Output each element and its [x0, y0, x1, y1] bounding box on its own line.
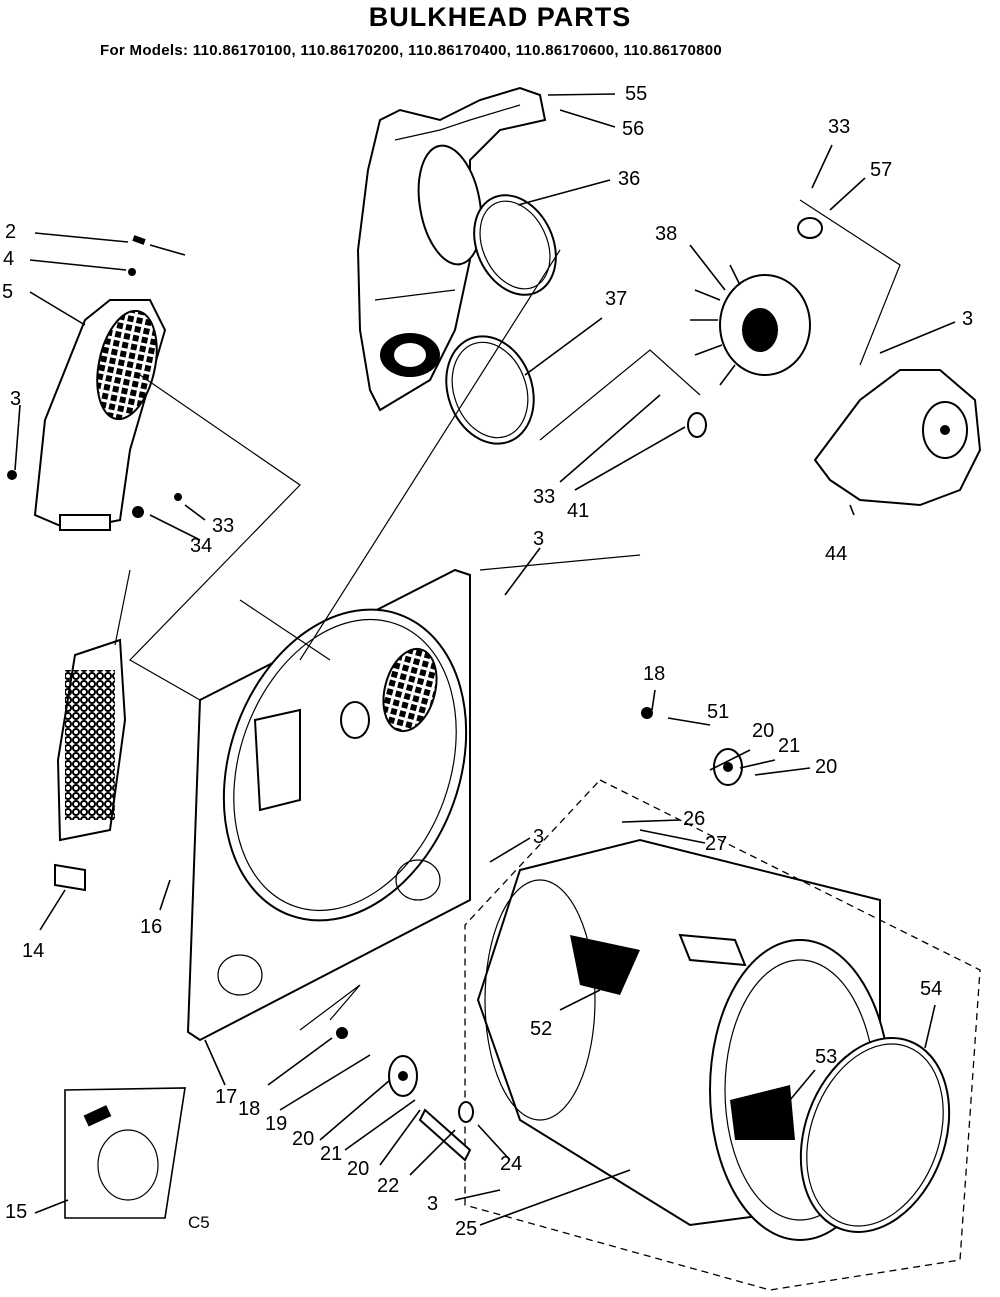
callout-51: 51 [707, 701, 729, 723]
callout-20-c: 20 [292, 1128, 314, 1150]
callout-37: 37 [605, 288, 627, 310]
callout-38: 38 [655, 223, 677, 245]
callout-20-b: 20 [815, 756, 837, 778]
heater-element-part [54, 638, 127, 892]
callout-53: 53 [815, 1046, 837, 1068]
callout-3-e: 3 [427, 1193, 438, 1215]
callout-18: 18 [643, 663, 665, 685]
section-code: C5 [188, 1213, 210, 1232]
callout-3-b: 3 [10, 388, 21, 410]
callout-33: 33 [828, 116, 850, 138]
blower-housing-part [813, 369, 982, 507]
callout-17: 17 [215, 1086, 237, 1108]
callout-25: 25 [455, 1218, 477, 1240]
callout-52: 52 [530, 1018, 552, 1040]
spacer-part [687, 412, 707, 438]
callout-20-d: 20 [347, 1158, 369, 1180]
callout-15: 15 [5, 1201, 27, 1223]
callout-57: 57 [870, 159, 892, 181]
callout-44: 44 [825, 543, 847, 565]
bulkhead-panel-part [186, 568, 471, 1042]
callout-5: 5 [2, 281, 13, 303]
callout-3-c: 3 [533, 528, 544, 550]
callout-2: 2 [5, 221, 16, 243]
callout-14: 14 [22, 940, 44, 962]
clamp-part [797, 217, 823, 239]
callout-20-a: 20 [752, 720, 774, 742]
callout-4: 4 [3, 248, 14, 270]
callout-41: 41 [567, 500, 589, 522]
page-title: BULKHEAD PARTS [368, 2, 632, 32]
duct-gasket-part [473, 194, 557, 296]
drum-seal-part [799, 1037, 951, 1233]
callout-19: 19 [265, 1113, 287, 1135]
callout-3-a: 3 [962, 308, 973, 330]
callout-21: 21 [778, 735, 800, 757]
exhaust-duct-part [356, 86, 547, 412]
lint-filter-housing-part [33, 299, 167, 532]
callout-36: 36 [618, 168, 640, 190]
callout-18-b: 18 [238, 1098, 260, 1120]
kit-box [64, 1087, 186, 1219]
callout-34: 34 [190, 535, 212, 557]
callout-33-c: 33 [212, 515, 234, 537]
callout-56: 56 [622, 118, 644, 140]
models-line: For Models: 110.86170100, 110.86170200, … [100, 42, 723, 59]
callout-33-b: 33 [533, 486, 555, 508]
blower-wheel-part [690, 264, 811, 386]
callout-26: 26 [683, 808, 705, 830]
callout-22: 22 [377, 1175, 399, 1197]
callout-16: 16 [140, 916, 162, 938]
callout-55: 55 [625, 83, 647, 105]
callout-27: 27 [705, 833, 727, 855]
callout-24: 24 [500, 1153, 522, 1175]
callout-3-d: 3 [533, 826, 544, 848]
ring-seal-part [445, 335, 535, 445]
callout-21-b: 21 [320, 1143, 342, 1165]
callout-54: 54 [920, 978, 942, 1000]
